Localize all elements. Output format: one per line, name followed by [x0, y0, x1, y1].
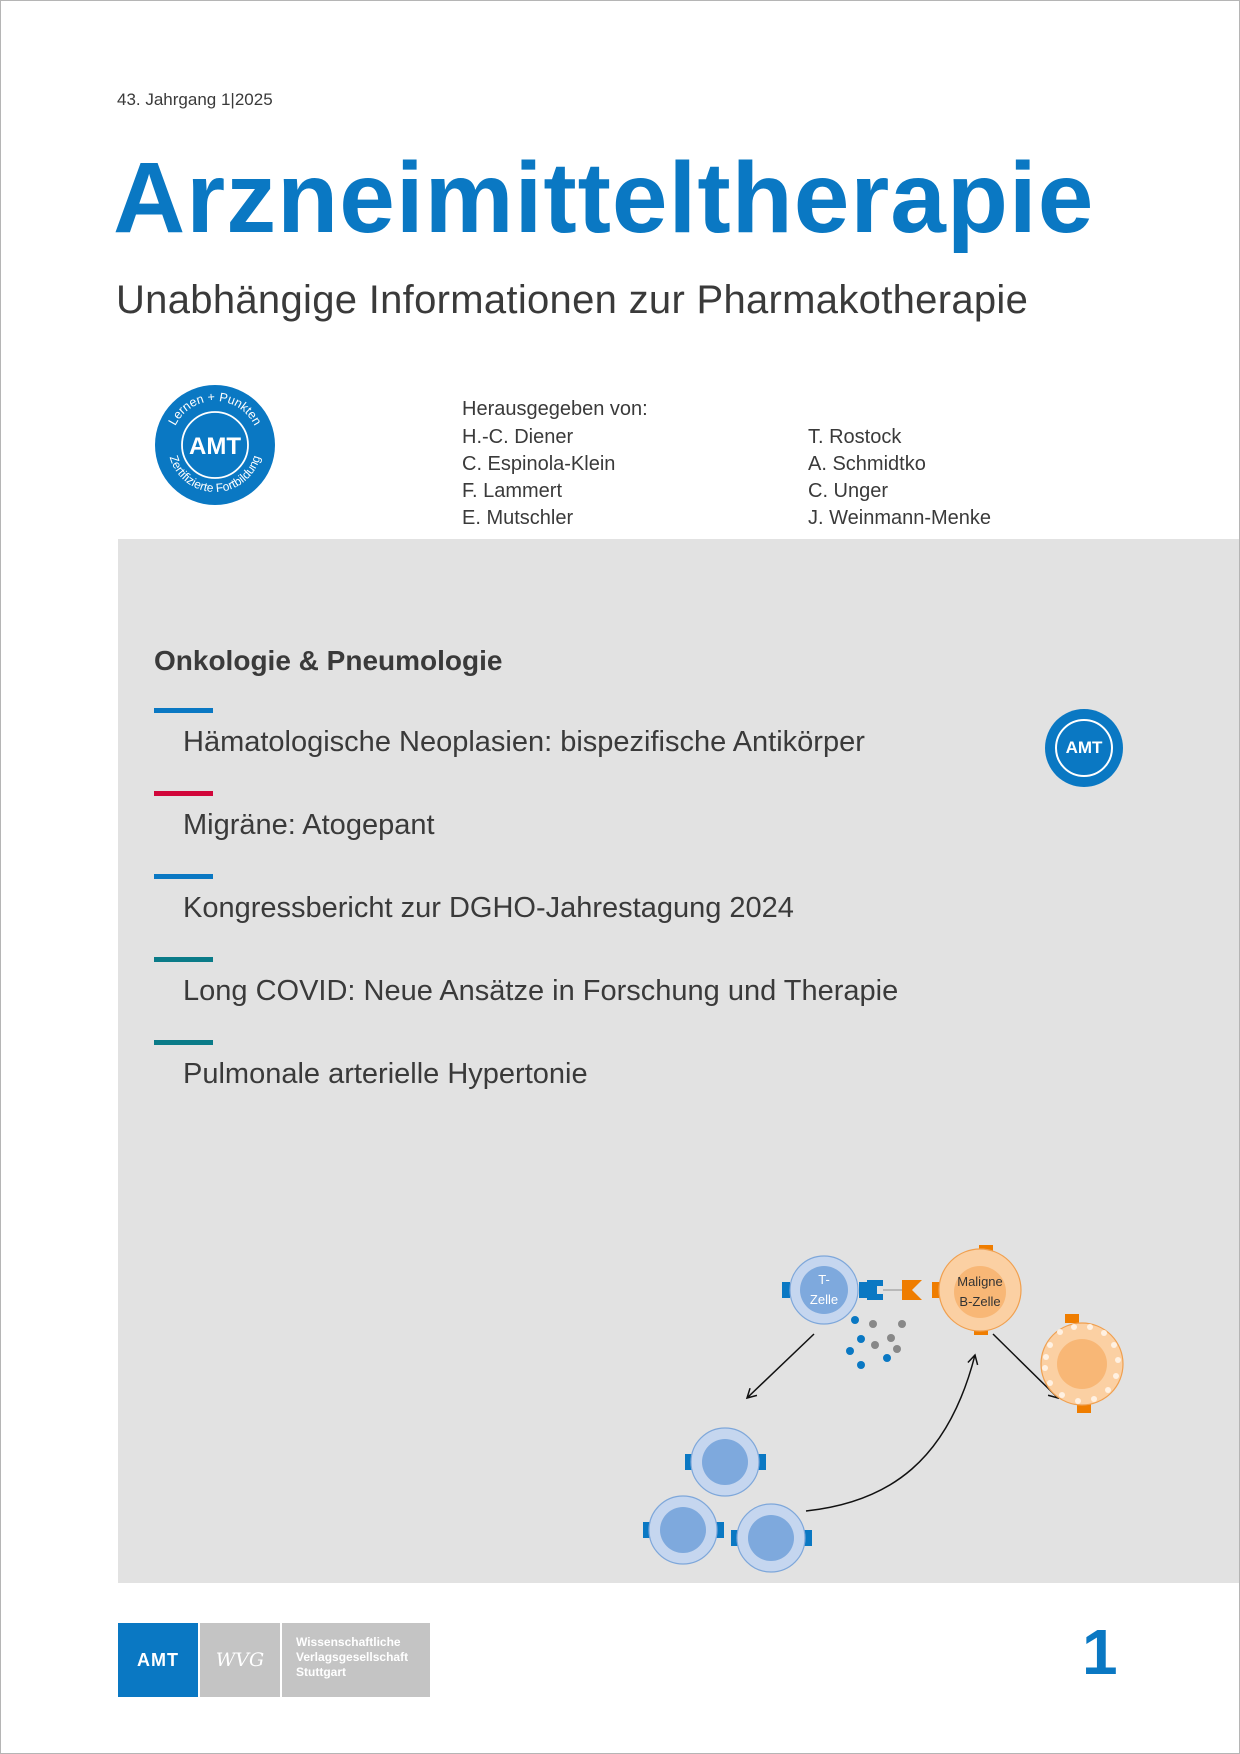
editor-name: C. Espinola-Klein [462, 453, 616, 475]
cytokine-dots-icon [846, 1316, 906, 1369]
toc-color-bar [154, 957, 213, 962]
editor-name: H.-C. Diener [462, 426, 574, 448]
svg-text:Zelle: Zelle [810, 1292, 838, 1307]
editors-label: Herausgegeben von: [462, 398, 648, 420]
journal-subtitle: Unabhängige Informationen zur Pharmakoth… [116, 278, 1029, 322]
toc-item: Migräne: Atogepant [154, 791, 435, 841]
bispecific-antibody-diagram: T- Zelle Maligne B-Zelle [643, 1245, 1124, 1573]
contents-panel [118, 539, 1239, 1583]
bispecific-antibody-icon [867, 1280, 922, 1300]
t-cell-icon: T- Zelle [782, 1255, 867, 1325]
issue-line: 43. Jahrgang 1|2025 [117, 90, 273, 109]
svg-text:AMT: AMT [189, 433, 241, 460]
wvg-logo: WVG [200, 1623, 280, 1697]
section-title: Onkologie & Pneumologie [154, 645, 503, 676]
malignant-b-cell-icon: Maligne B-Zelle [932, 1245, 1022, 1335]
toc-item: Kongressbericht zur DGHO-Jahrestagung 20… [154, 874, 794, 924]
editor-name: A. Schmidtko [808, 453, 926, 475]
editor-name: F. Lammert [462, 480, 563, 502]
apoptotic-b-cell-icon [1040, 1314, 1124, 1413]
amt-logo: AMT [118, 1623, 198, 1697]
svg-text:B-Zelle: B-Zelle [959, 1294, 1000, 1309]
toc-item-label: Migräne: Atogepant [183, 809, 435, 841]
toc-color-bar [154, 791, 213, 796]
toc-item: Pulmonale arterielle Hypertonie [154, 1040, 588, 1090]
toc-item-label: Pulmonale arterielle Hypertonie [183, 1058, 588, 1090]
editors-column-1: H.-C. Diener C. Espinola-Klein F. Lammer… [462, 424, 615, 532]
svg-text:Maligne: Maligne [957, 1274, 1003, 1289]
toc-item: Long COVID: Neue Ansätze in Forschung un… [154, 957, 898, 1007]
editor-name: J. Weinmann-Menke [808, 507, 992, 529]
editor-name: C. Unger [808, 480, 889, 502]
toc-item: Hämatologische Neoplasien: bispezifische… [154, 708, 865, 758]
amt-badge-icon: AMT [1045, 709, 1123, 787]
amt-certification-seal-icon: AMT Lernen + Punkten Zertifizierte Fortb… [155, 385, 275, 505]
issue-number: 1 [1082, 1616, 1118, 1688]
toc-color-bar [154, 1040, 213, 1045]
svg-text:T-: T- [818, 1272, 830, 1287]
publisher-logos: AMT WVG Wissenschaftliche Verlagsgesells… [118, 1623, 430, 1697]
editors-column-2: T. Rostock A. Schmidtko C. Unger J. Wein… [808, 424, 991, 532]
toc-item-label: Long COVID: Neue Ansätze in Forschung un… [183, 975, 899, 1007]
editor-name: E. Mutschler [462, 507, 574, 529]
toc-color-bar [154, 708, 213, 713]
proliferating-t-cells-icon [643, 1427, 812, 1573]
toc-item-label: Kongressbericht zur DGHO-Jahrestagung 20… [183, 892, 794, 924]
toc-item-label: Hämatologische Neoplasien: bispezifische… [183, 726, 865, 758]
editor-name: T. Rostock [808, 426, 902, 448]
journal-title: Arzneimitteltherapie [113, 142, 1095, 254]
publisher-name: Wissenschaftliche Verlagsgesellschaft St… [282, 1623, 430, 1697]
toc-color-bar [154, 874, 213, 879]
